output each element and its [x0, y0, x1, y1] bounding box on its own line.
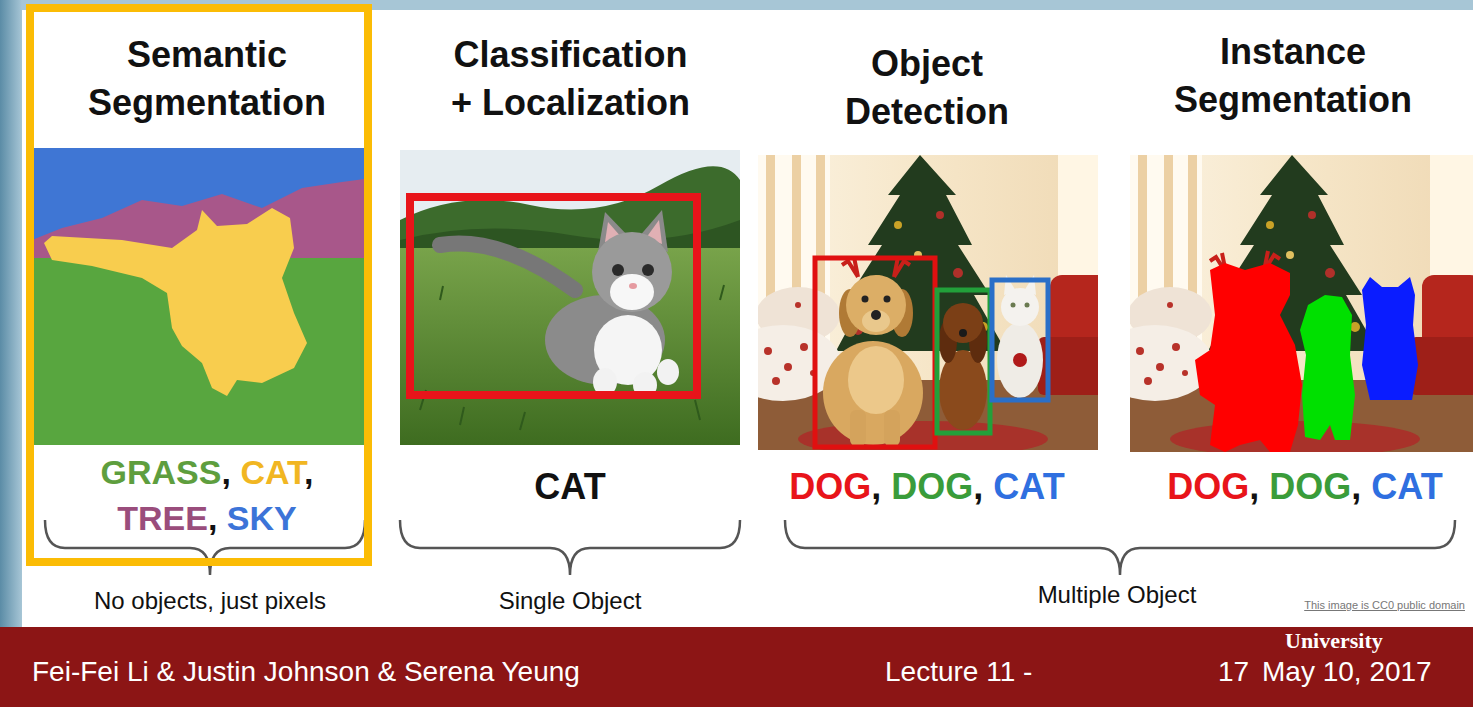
- class-list: DOG, DOG, CAT: [757, 464, 1097, 510]
- illustration-part: [657, 359, 679, 385]
- illustration-part: [1025, 303, 1030, 308]
- illustration-part: [992, 280, 1048, 400]
- bracket-note: Multiple Object: [967, 580, 1267, 610]
- slide-number: 17: [1218, 655, 1249, 689]
- author-line: Fei-Fei Li & Justin Johnson & Serena Yeu…: [32, 655, 580, 689]
- illustration-part: [1130, 155, 1473, 452]
- bracket-note: No objects, just pixels: [50, 586, 370, 616]
- illustration-part: [1300, 295, 1355, 440]
- illustration-part: [943, 303, 983, 343]
- column-heading: Classification + Localization: [443, 31, 698, 127]
- class-word: TREE: [117, 499, 208, 537]
- illustration-part: [758, 155, 1098, 450]
- class-word: DOG: [891, 466, 973, 507]
- word-separator: ,: [221, 453, 240, 491]
- class-list: DOG, DOG, CAT: [1145, 464, 1465, 510]
- word-separator: ,: [871, 466, 891, 507]
- illustration-part: [32, 148, 372, 445]
- illustration-part: [629, 283, 637, 289]
- detection-photo: [758, 155, 1098, 450]
- class-word: GRASS: [101, 453, 222, 491]
- word-separator: ,: [304, 453, 313, 491]
- illustration-part: [400, 520, 740, 575]
- illustration-part: [400, 150, 740, 445]
- lecture-number: Lecture 11 -: [885, 655, 1032, 689]
- illustration-part: [959, 329, 967, 337]
- illustration-part: [1362, 277, 1418, 400]
- bracket-note: Single Object: [420, 586, 720, 616]
- illustration-part: [420, 285, 724, 430]
- illustration-part: [1013, 353, 1027, 367]
- illustration-part: [1195, 263, 1302, 452]
- illustration-part: [871, 310, 881, 320]
- illustration-part: [610, 274, 654, 310]
- word-separator: ,: [1351, 466, 1371, 507]
- class-word: DOG: [1167, 466, 1249, 507]
- class-word: CAT: [240, 453, 304, 491]
- illustration-part: [823, 341, 923, 445]
- class-word: SKY: [227, 499, 297, 537]
- column-heading: Semantic Segmentation: [57, 31, 357, 127]
- illustration-part: [848, 346, 904, 414]
- illustration-part: [785, 520, 1455, 575]
- illustration-part: [592, 232, 672, 312]
- highlight-box: Semantic SegmentationGRASS, CAT, TREE, S…: [26, 4, 372, 566]
- illustration-part: [410, 197, 697, 395]
- class-word: DOG: [789, 466, 871, 507]
- watermark: University: [1285, 628, 1383, 654]
- kitten-photo: [400, 150, 740, 445]
- word-separator: ,: [973, 466, 993, 507]
- illustration-part: [884, 296, 891, 303]
- illustration-part: [850, 410, 866, 446]
- illustration-part: [1001, 288, 1039, 326]
- footer-band: Fei-Fei Li & Justin Johnson & Serena Yeu…: [0, 627, 1473, 707]
- illustration-part: [884, 410, 900, 446]
- word-separator: ,: [208, 499, 227, 537]
- class-list: GRASS, CAT, TREE, SKY: [57, 449, 357, 541]
- segmentation-map: [32, 148, 372, 445]
- illustration-part: [440, 243, 575, 290]
- illustration-part: [642, 264, 654, 276]
- illustration-part: [997, 322, 1043, 398]
- illustration-part: [846, 275, 906, 335]
- illustration-part: [937, 290, 990, 433]
- column-heading: Object Detection: [802, 40, 1052, 136]
- column-heading: Instance Segmentation: [1143, 28, 1443, 124]
- illustration-part: [862, 296, 869, 303]
- class-word: DOG: [1269, 466, 1351, 507]
- class-list: CAT: [470, 464, 670, 510]
- illustration-part: [612, 264, 624, 276]
- class-word: CAT: [993, 466, 1064, 507]
- illustration-part: [44, 208, 307, 396]
- word-separator: ,: [1249, 466, 1269, 507]
- illustration-part: [0, 0, 22, 627]
- instance-photo: [1130, 155, 1473, 452]
- image-credit: This image is CC0 public domain: [1268, 598, 1465, 612]
- illustration-part: [815, 258, 935, 447]
- illustration-part: [862, 310, 890, 332]
- class-word: CAT: [1371, 466, 1442, 507]
- lecture-date: May 10, 2017: [1262, 655, 1432, 689]
- illustration-part: [1011, 303, 1016, 308]
